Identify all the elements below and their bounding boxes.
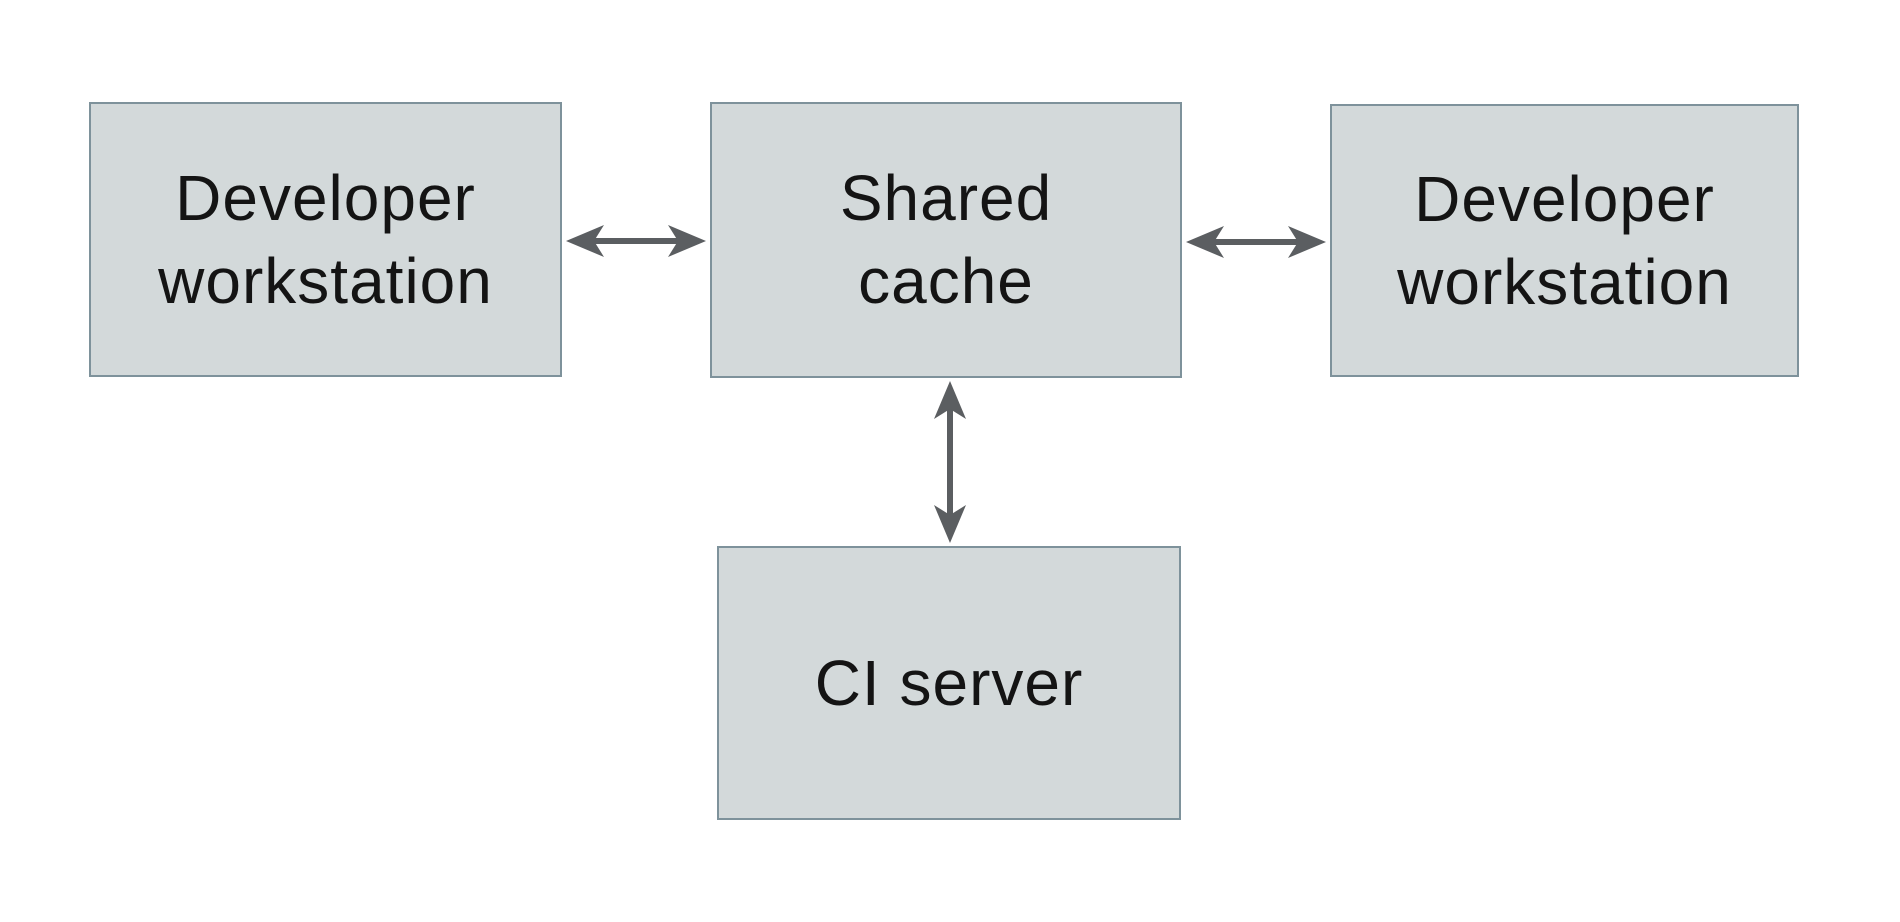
node-developer-workstation-left: Developer workstation [89, 102, 562, 377]
node-label-line: cache [858, 245, 1034, 317]
node-shared-cache: Shared cache [710, 102, 1182, 378]
bidirectional-arrow-right-horizontal [1186, 226, 1326, 258]
bidirectional-arrow-left-horizontal [566, 225, 706, 257]
bidirectional-arrow-vertical [934, 381, 966, 543]
node-ci-server: CI server [717, 546, 1181, 820]
node-label-line: CI server [814, 646, 1084, 719]
node-label-line: Developer [1414, 162, 1715, 235]
node-label-line: Developer [175, 161, 476, 234]
node-label-line: workstation [158, 244, 493, 317]
node-developer-workstation-right: Developer workstation [1330, 104, 1799, 377]
node-label-line: Shared [839, 162, 1053, 234]
node-label-line: workstation [1397, 245, 1732, 318]
